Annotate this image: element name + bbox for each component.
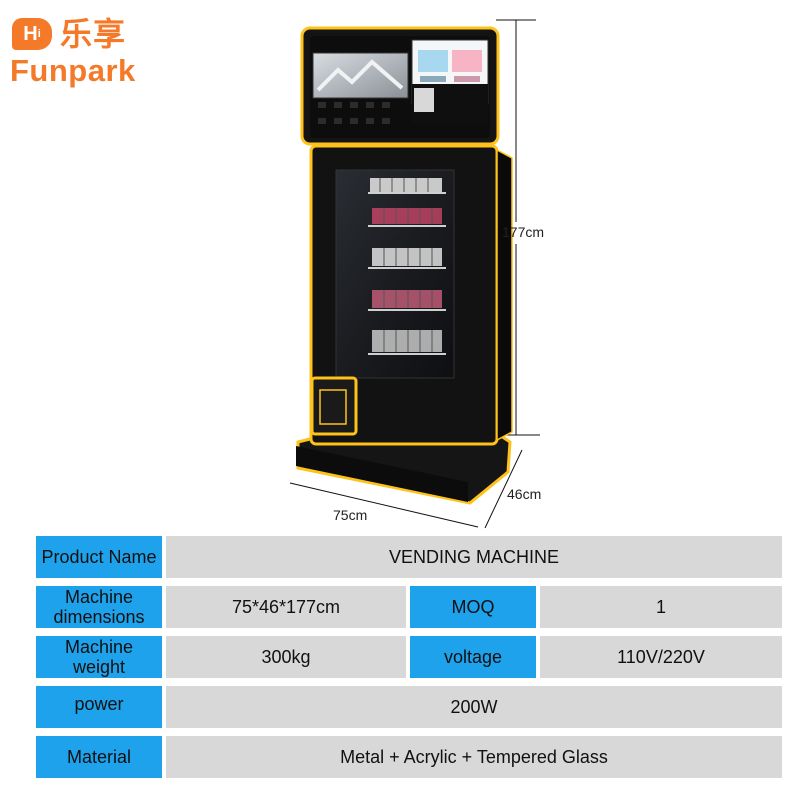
power-value: 200W [166, 686, 782, 728]
weight-value: 300kg [166, 636, 406, 678]
weight-label-line2: weight [72, 657, 126, 677]
voltage-value: 110V/220V [540, 636, 782, 678]
depth-dimension-label: 46cm [507, 486, 542, 502]
spec-row-material: Material Metal + Acrylic + Tempered Glas… [36, 736, 782, 778]
dimensions-label: Machine dimensions [36, 586, 162, 628]
height-dimension-label: 177cm [502, 224, 545, 240]
pickup-door [310, 376, 358, 436]
control-buttons [318, 102, 390, 124]
moq-value: 1 [540, 586, 782, 628]
product-shelves [368, 178, 446, 355]
logo-chinese-name: 乐享 [60, 16, 127, 52]
width-dimension-label: 75cm [333, 507, 368, 523]
product-name-value: VENDING MACHINE [166, 536, 782, 578]
power-label: power [36, 686, 162, 728]
vending-machine-illustration [289, 19, 540, 529]
dimensions-value: 75*46*177cm [166, 586, 406, 628]
brand-logo: Hi 乐享 Funpark [10, 10, 155, 90]
voltage-label: voltage [410, 636, 536, 678]
dimension-lines [289, 19, 540, 529]
logo-badge-letter: H [23, 23, 38, 45]
material-value: Metal + Acrylic + Tempered Glass [166, 736, 782, 778]
dimensions-label-line2: dimensions [53, 607, 145, 627]
spec-row-product-name: Product Name VENDING MACHINE [36, 536, 782, 578]
spec-row-power: power 200W [36, 686, 782, 728]
spec-row-dimensions: Machine dimensions 75*46*177cm MOQ 1 [36, 586, 782, 628]
logo-badge-small: i [37, 28, 41, 40]
spec-row-weight: Machine weight 300kg voltage 110V/220V [36, 636, 782, 678]
weight-label: Machine weight [36, 636, 162, 678]
logo-english-name: Funpark [10, 53, 136, 88]
moq-label: MOQ [410, 586, 536, 628]
logo-badge-icon: Hi [12, 18, 52, 50]
material-label: Material [36, 736, 162, 778]
product-name-label: Product Name [36, 536, 162, 578]
dimensions-label-line1: Machine [64, 587, 134, 607]
weight-label-line1: Machine [64, 637, 134, 657]
